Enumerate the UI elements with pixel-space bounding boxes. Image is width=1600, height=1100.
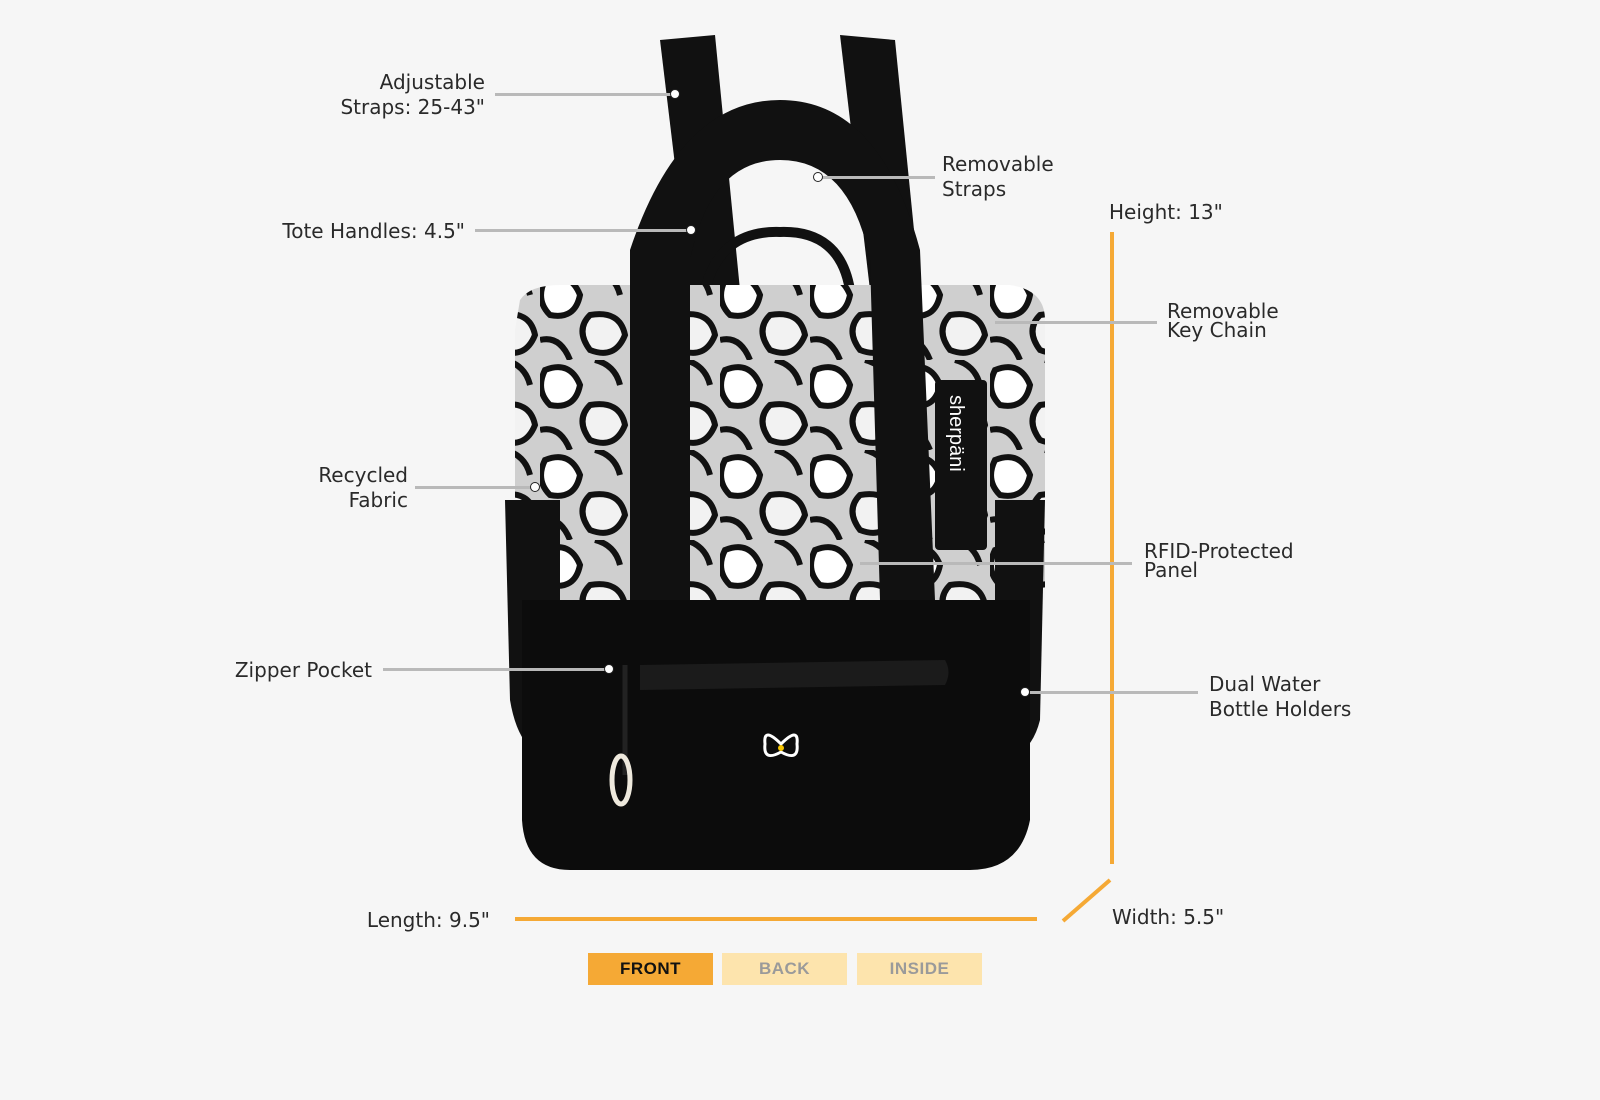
- height-dimension-line: [1110, 232, 1114, 864]
- label-adjustable-straps: Adjustable Straps: 25-43": [340, 70, 485, 119]
- logo-flower-icon: [763, 733, 799, 758]
- label-zipper-pocket: Zipper Pocket: [234, 658, 372, 682]
- width-dimension-line: [1061, 878, 1112, 923]
- label-removable-key-chain: Removable Key Chain: [1167, 299, 1279, 342]
- label-tote-handles: Tote Handles: 4.5": [282, 219, 465, 243]
- label-rfid-panel: RFID-Protected Panel: [1144, 539, 1294, 582]
- label-recycled-fabric: Recycled Fabric: [318, 463, 408, 512]
- label-height: Height: 13": [1109, 200, 1223, 224]
- tab-front[interactable]: FRONT: [588, 953, 713, 985]
- label-water-bottle-holders: Dual Water Bottle Holders: [1209, 672, 1352, 721]
- tab-back[interactable]: BACK: [722, 953, 847, 985]
- brand-tag-text: sherpäni: [945, 395, 967, 472]
- label-length: Length: 9.5": [366, 908, 490, 932]
- label-width: Width: 5.5": [1112, 905, 1225, 929]
- tab-inside[interactable]: INSIDE: [857, 953, 982, 985]
- label-removable-straps: Removable Straps: [942, 152, 1054, 201]
- length-dimension-line: [515, 917, 1037, 921]
